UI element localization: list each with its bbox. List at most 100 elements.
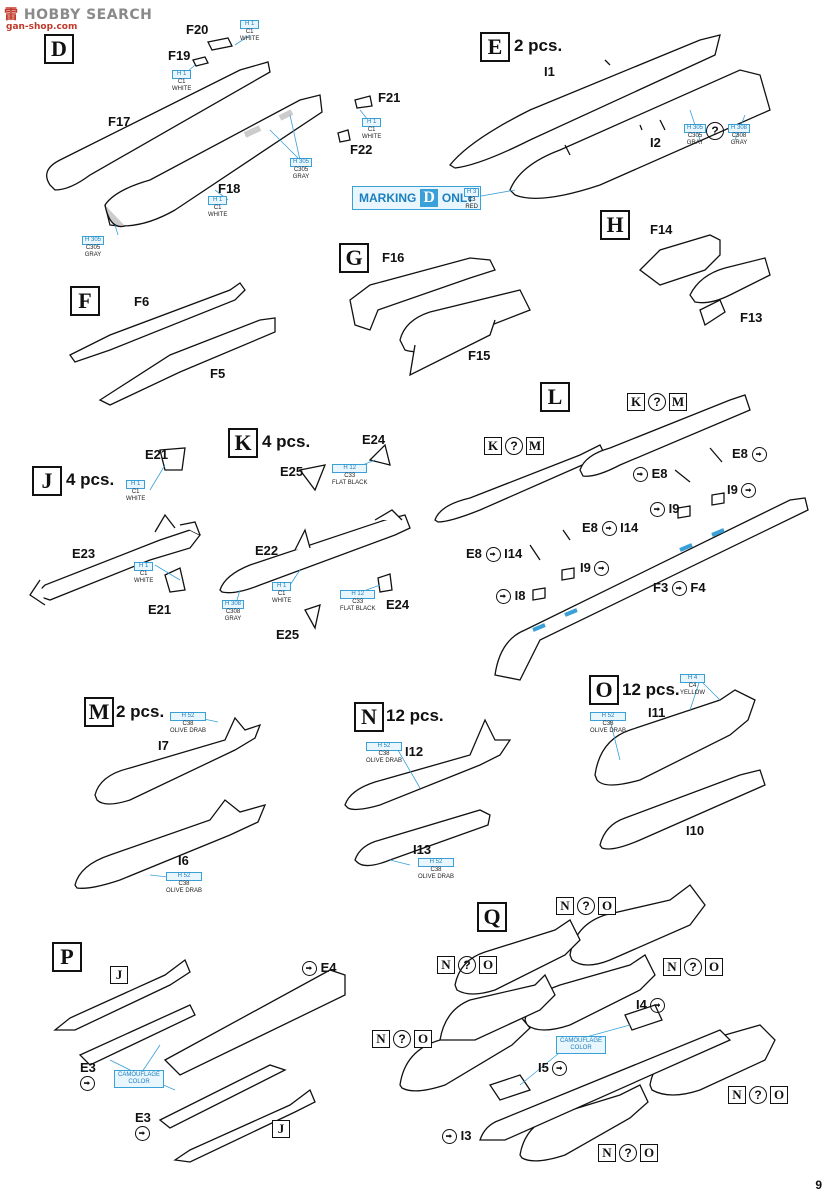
arrow-circle-icon xyxy=(302,961,317,977)
part-label: I6 xyxy=(178,853,189,868)
section-f-box: F xyxy=(70,286,100,316)
arrow-circle-icon xyxy=(751,447,767,463)
arrow-circle-icon xyxy=(485,547,501,563)
section-m-art xyxy=(74,716,267,889)
section-q-art xyxy=(399,884,776,1162)
section-p-art xyxy=(53,958,346,1163)
section-j-box: J xyxy=(32,466,62,496)
section-k-title: 4 pcs. xyxy=(262,432,311,451)
watermark-brand: 雷 HOBBY SEARCH xyxy=(4,7,153,23)
section-e-art xyxy=(449,34,771,199)
section-f-art xyxy=(69,282,276,406)
part-label-i9: I9 xyxy=(580,560,610,577)
part-label: E25 xyxy=(280,464,304,479)
part-label-e8-i14: E8 I14 xyxy=(582,520,639,537)
part-label: E21 xyxy=(145,447,169,462)
part-label: E23 xyxy=(72,546,96,561)
ref-k-or-m: K?M xyxy=(484,437,544,455)
arrow-circle-icon xyxy=(594,561,610,577)
ref-n-or-o: N?O xyxy=(437,956,497,974)
part-label: E24 xyxy=(386,597,410,612)
section-l-art xyxy=(434,394,809,681)
part-label-i3: I3 xyxy=(442,1128,471,1145)
part-label: F20 xyxy=(186,22,209,37)
arrow-circle-icon xyxy=(496,589,511,605)
alt-glyph: ? xyxy=(706,122,724,140)
arrow-circle-icon xyxy=(80,1076,95,1092)
part-label-e4: E4 xyxy=(302,960,337,977)
part-label: I13 xyxy=(413,842,432,857)
ref-j-box: J xyxy=(110,966,128,984)
section-o-box: O xyxy=(589,675,619,705)
part-label: I2 xyxy=(650,135,661,150)
section-n-box: N xyxy=(354,702,384,732)
section-p-box: P xyxy=(52,942,82,972)
section-o-title: 12 pcs. xyxy=(622,680,680,699)
part-label-e3: E3 xyxy=(80,1060,96,1092)
section-g-art xyxy=(349,257,531,377)
section-n-art xyxy=(344,718,512,867)
section-k-box: K xyxy=(228,428,258,458)
part-label: F13 xyxy=(740,310,763,325)
section-m-box: M xyxy=(84,697,114,727)
arrow-circle-icon xyxy=(671,581,687,597)
section-n-title: 12 pcs. xyxy=(386,706,444,725)
arrow-circle-icon xyxy=(633,467,648,483)
arrow-circle-icon xyxy=(650,502,665,518)
part-label: F14 xyxy=(650,222,673,237)
part-label: E24 xyxy=(362,432,386,447)
section-d-box: D xyxy=(44,34,74,64)
ref-n-or-o: N?O xyxy=(598,1144,658,1162)
part-label: I12 xyxy=(405,744,424,759)
section-k-art xyxy=(219,443,411,630)
part-label: E22 xyxy=(255,543,279,558)
watermark-site: gan-shop.com xyxy=(6,22,78,32)
section-l-box: L xyxy=(540,382,570,412)
ref-k-or-m: K?M xyxy=(627,393,687,411)
part-label: F19 xyxy=(168,48,191,63)
section-g-box: G xyxy=(339,243,369,273)
arrow-circle-icon xyxy=(741,483,757,499)
part-label-i5: I5 xyxy=(538,1060,568,1077)
part-label: F5 xyxy=(210,366,226,381)
arrow-circle-icon xyxy=(650,998,666,1014)
part-label-e8: E8 xyxy=(732,446,767,463)
arrow-circle-icon xyxy=(135,1126,150,1142)
part-label-i9: I9 xyxy=(727,482,757,499)
part-label-i8: I8 xyxy=(496,588,525,605)
part-label: F21 xyxy=(378,90,401,105)
ref-n-or-o: N?O xyxy=(728,1086,788,1104)
part-label: F17 xyxy=(108,114,131,129)
ref-j-box: J xyxy=(272,1120,290,1138)
arrow-circle-icon xyxy=(552,1061,568,1077)
section-h-art xyxy=(639,234,771,327)
section-q-box: Q xyxy=(477,902,507,932)
part-label: F22 xyxy=(350,142,373,157)
section-e-title: 2 pcs. xyxy=(514,36,563,55)
part-label-i9: I9 xyxy=(650,501,679,518)
section-j-title: 4 pcs. xyxy=(66,470,115,489)
part-label-f3-f4: F3 F4 xyxy=(653,580,706,597)
arrow-circle-icon xyxy=(442,1129,457,1145)
